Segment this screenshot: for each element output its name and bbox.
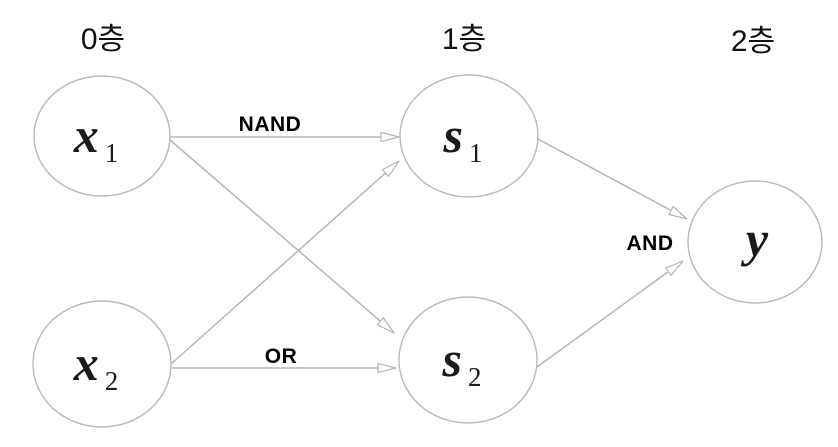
node-s1-circle — [399, 74, 539, 198]
edge-label-and: AND — [627, 232, 674, 255]
node-x2-circle — [32, 300, 172, 428]
edge-x2-to-s1 — [170, 160, 400, 365]
edge-s1-to-y — [537, 138, 688, 220]
edge-label-or: OR — [265, 345, 298, 368]
edge-s2-to-y — [536, 260, 684, 368]
node-y-label: y — [741, 211, 769, 267]
node-y-circle — [687, 180, 823, 304]
layer-0-label: 0층 — [81, 23, 125, 56]
edge-label-nand: NAND — [239, 113, 302, 136]
node-s2-circle — [398, 296, 538, 424]
node-x1-circle — [33, 75, 171, 197]
layer-1-label: 1층 — [442, 23, 486, 56]
edge-x1-to-s2 — [169, 139, 395, 334]
layer-2-label: 2층 — [731, 25, 775, 58]
